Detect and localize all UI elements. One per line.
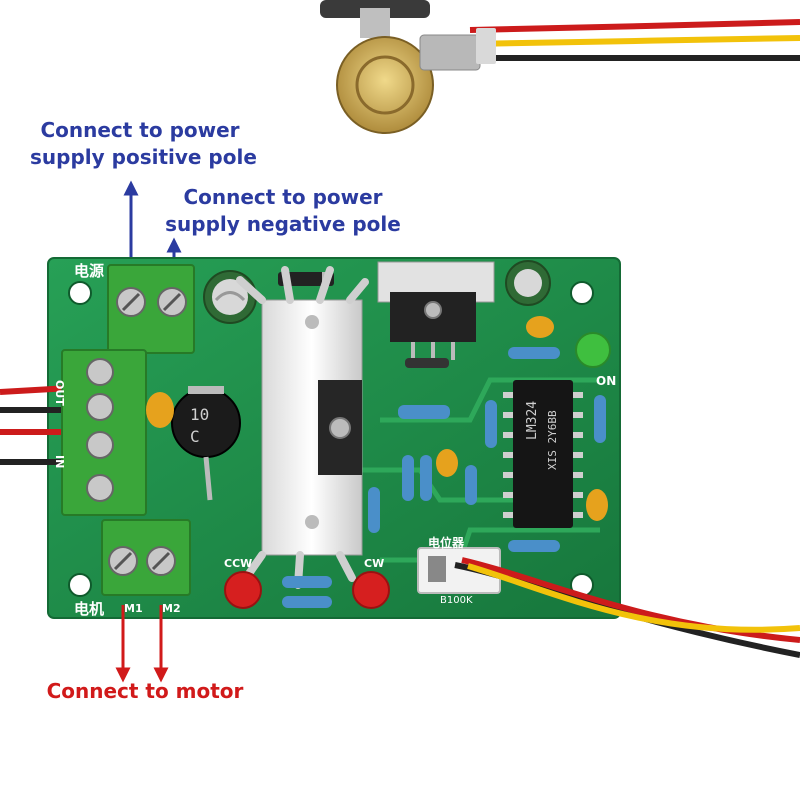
cw-label: CW [364,557,384,570]
out-label: OUT [53,380,66,406]
ceramic-capacitor-middle [436,449,458,477]
negative-pole-line-2: supply negative pole [165,212,401,236]
ceramic-capacitor-left [146,392,174,428]
electrolytic-capacitor-left [203,270,257,324]
positive-pole-line-2: supply positive pole [30,145,257,169]
pot-label: 电位器 [428,535,465,550]
voltage-regulator [377,261,495,360]
lm324-ic: LM324 XIS 2Y6BB [503,380,583,528]
led-on-green [575,332,611,368]
m1-label: M1 [124,602,143,615]
led-cw-red [352,571,390,609]
led-ccw-red [224,571,262,609]
negative-pole-callout: Connect to power supply negative pole [163,184,403,238]
heatsink-mosfet [236,266,369,589]
ccw-label: CCW [224,557,252,570]
input-wires-left [0,385,71,465]
m2-label: M2 [162,602,181,615]
diode-label-2: C [190,427,200,446]
ic-label-2: XIS 2Y6BB [546,410,559,470]
positive-pole-callout: Connect to power supply positive pole [30,117,257,171]
ceramic-capacitor-top-right [526,316,554,338]
motor-terminal-block [101,519,191,596]
electrolytic-capacitor-right [505,260,551,306]
resistors [282,347,606,608]
positive-pole-line-1: Connect to power [40,118,240,142]
ic-label-1: LM324 [525,401,540,440]
diode-label-1: 10 [190,405,209,424]
potentiometer-connector: B100K [417,547,501,606]
motor-callout: Connect to motor [46,679,244,703]
io-terminal-block [61,349,147,516]
small-diode-top [278,272,334,286]
motor-label: 电机 [74,600,104,618]
potentiometer [320,0,496,134]
small-diode-middle [405,358,449,368]
potentiometer-wires-top [469,19,800,62]
negative-pole-line-1: Connect to power [183,185,383,209]
in-label: IN [53,455,66,468]
potentiometer-wires-bottom [454,557,800,658]
ceramic-capacitor-right [586,489,608,521]
power-diode: 10 C [171,386,241,501]
power-terminal-block [107,264,195,354]
connector-label: B100K [440,595,473,606]
on-label: ON [596,374,616,388]
power-label: 电源 [74,262,104,280]
